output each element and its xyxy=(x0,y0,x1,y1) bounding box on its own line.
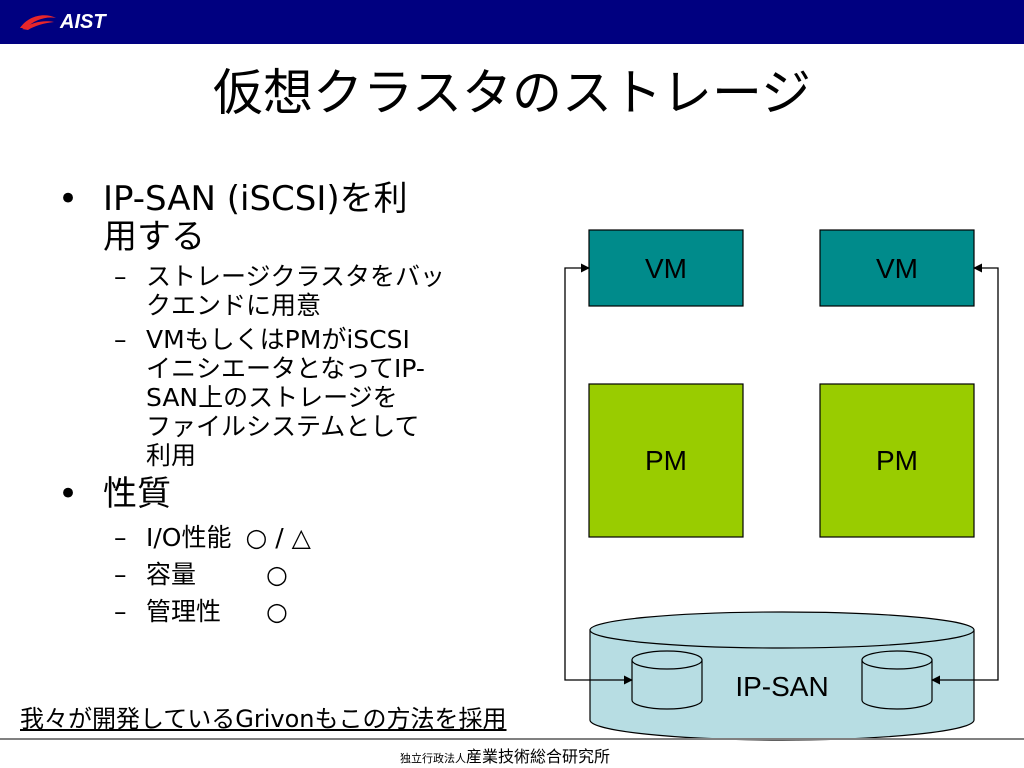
bullet-line: 用する xyxy=(103,217,205,257)
grivon-note: 我々が開発しているGrivonもこの方法を採用 xyxy=(20,705,507,733)
sub-bullet-line: VMもしくはPMがiSCSI xyxy=(146,325,410,354)
sub-bullet-storage-cluster: – ストレージクラスタをバッ クエンドに用意 xyxy=(58,262,508,320)
property-label: I/O性能 xyxy=(146,523,232,552)
dash-mark: – xyxy=(114,523,127,552)
disk-right-icon xyxy=(861,650,933,710)
pm-left-label: PM xyxy=(645,445,687,476)
pm-right-label: PM xyxy=(876,445,918,476)
dash-mark: – xyxy=(114,325,127,354)
sub-bullet-iscsi-initiator: – VMもしくはPMがiSCSI イニシエータとなってIP- SAN上のストレー… xyxy=(58,325,508,470)
aist-logo: AIST xyxy=(18,8,106,36)
footer-organization: 独立行政法人産業技術総合研究所 xyxy=(400,743,610,767)
bullet-line: IP-SAN (iSCSI)を利 xyxy=(103,179,408,219)
bullet-mark: • xyxy=(58,474,79,514)
bullet-mark: • xyxy=(58,179,79,219)
property-label: 容量 xyxy=(146,560,197,589)
property-label: 管理性 xyxy=(146,597,222,626)
bullet-list: • IP-SAN (iSCSI)を利 用する – ストレージクラスタをバッ クエ… xyxy=(58,180,508,631)
sub-bullet-capacity: – 容量 ○ xyxy=(58,560,508,589)
dash-mark: – xyxy=(114,597,127,626)
footer-divider xyxy=(0,738,1024,740)
slide-title: 仮想クラスタのストレージ xyxy=(213,64,811,122)
aist-swoosh-icon xyxy=(20,15,56,30)
vm-right-label: VM xyxy=(876,253,918,284)
sub-bullet-io-performance: – I/O性能 ○ / △ xyxy=(58,523,508,552)
sub-bullet-line: ファイルシステムとして xyxy=(146,412,420,441)
sub-bullet-line: イニシエータとなってIP- xyxy=(146,354,425,383)
left-connection-arrow xyxy=(564,263,633,685)
sub-bullet-line: ストレージクラスタをバッ xyxy=(146,262,446,291)
header-bar: AIST xyxy=(0,0,1024,44)
bullet-properties: • 性質 xyxy=(58,475,508,513)
ip-san-label: IP-SAN xyxy=(735,671,828,702)
bullet-ipsan: • IP-SAN (iSCSI)を利 用する xyxy=(58,180,508,256)
right-connection-arrow xyxy=(931,263,999,685)
property-value: ○ xyxy=(266,597,288,626)
bullet-line: 性質 xyxy=(103,474,171,514)
dash-mark: – xyxy=(114,560,127,589)
sub-bullet-line: クエンドに用意 xyxy=(146,291,322,320)
disk-left-icon xyxy=(631,650,703,710)
sub-bullet-manageability: – 管理性 ○ xyxy=(58,597,508,626)
sub-bullet-line: SAN上のストレージを xyxy=(146,383,398,412)
property-value: ○ xyxy=(266,560,288,589)
dash-mark: – xyxy=(114,262,127,291)
org-prefix: 独立行政法人 xyxy=(400,752,466,765)
org-name: 産業技術総合研究所 xyxy=(466,747,611,766)
sub-bullet-line: 利用 xyxy=(146,441,197,470)
property-value: ○ / △ xyxy=(245,523,311,552)
logo-text: AIST xyxy=(60,10,106,33)
vm-left-label: VM xyxy=(645,253,687,284)
